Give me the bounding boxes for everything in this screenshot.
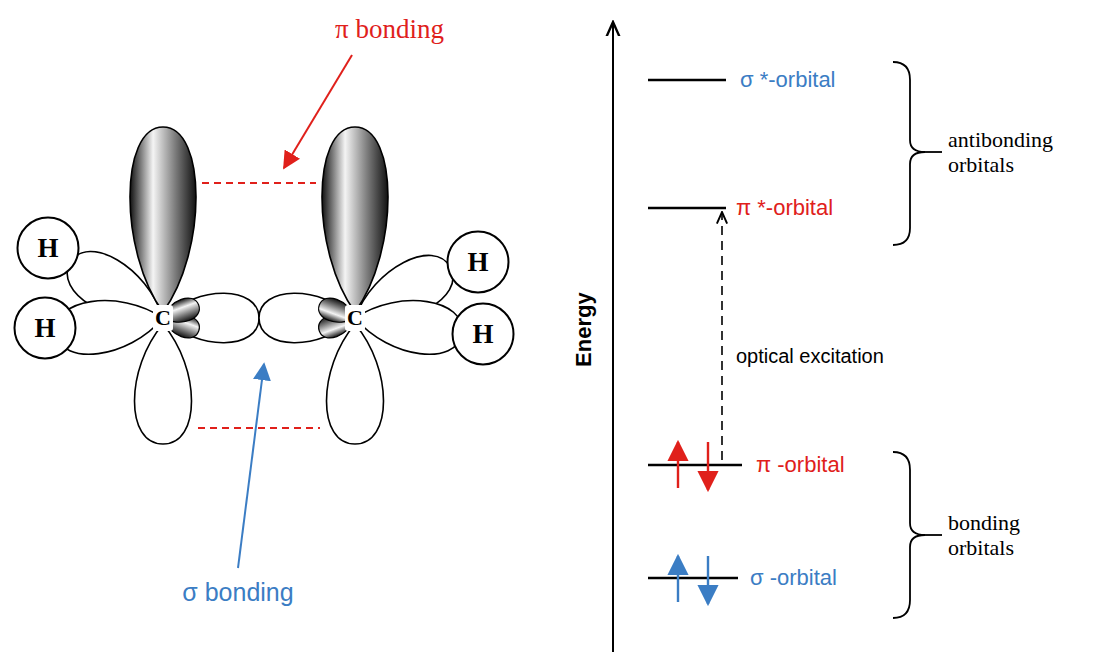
atom-label-text: C (153, 305, 173, 330)
pi-overlap-lines (198, 183, 320, 428)
electron-spins (678, 442, 708, 604)
atom-symbol: H (467, 249, 488, 276)
orbital-label-text: σ -orbital (750, 565, 837, 590)
hydrogen-atom: H (446, 230, 510, 294)
atom-symbol: H (472, 321, 493, 348)
atom-label: C (153, 305, 173, 330)
excitation-arrow (721, 212, 723, 460)
hydrogen-atom: H (451, 302, 515, 366)
energy-axis (612, 22, 614, 652)
bond-label: σ bonding (182, 578, 293, 607)
group-label: bonding orbitals (948, 510, 1083, 561)
axis-label: Energy (570, 293, 595, 368)
orbital-label-text: σ *-orbital (740, 67, 836, 92)
atom-symbol: H (34, 315, 55, 342)
process-label: optical excitation (736, 345, 884, 368)
orbital-label: σ -orbital (750, 565, 837, 590)
back-lobes (159, 294, 359, 341)
process-label-text: optical excitation (736, 345, 884, 368)
group-label-text: bonding orbitals (948, 510, 1083, 561)
sp2-lobes (52, 240, 465, 359)
pi-leader (284, 55, 352, 168)
orbital-label: π -orbital (756, 452, 845, 477)
atom-label-text: C (345, 305, 365, 330)
hydrogen-atom: H (13, 296, 77, 360)
sigma-leader (238, 364, 264, 568)
orbital-label-text: π -orbital (756, 452, 845, 477)
braces (893, 62, 942, 618)
atom-label: C (345, 305, 365, 330)
bond-label-text: π bonding (335, 14, 444, 45)
hydrogen-atom: H (16, 216, 80, 280)
atom-symbol: H (37, 235, 58, 262)
orbital-label: π *-orbital (736, 195, 833, 220)
energy-levels (648, 80, 742, 578)
group-label-text: antibonding orbitals (948, 127, 1083, 178)
orbital-label-text: π *-orbital (736, 195, 833, 220)
bond-label-text: σ bonding (182, 578, 293, 607)
orbital-label: σ *-orbital (740, 67, 836, 92)
axis-label-text: Energy (570, 293, 595, 368)
group-label: antibonding orbitals (948, 127, 1083, 178)
bond-label: π bonding (335, 14, 444, 45)
